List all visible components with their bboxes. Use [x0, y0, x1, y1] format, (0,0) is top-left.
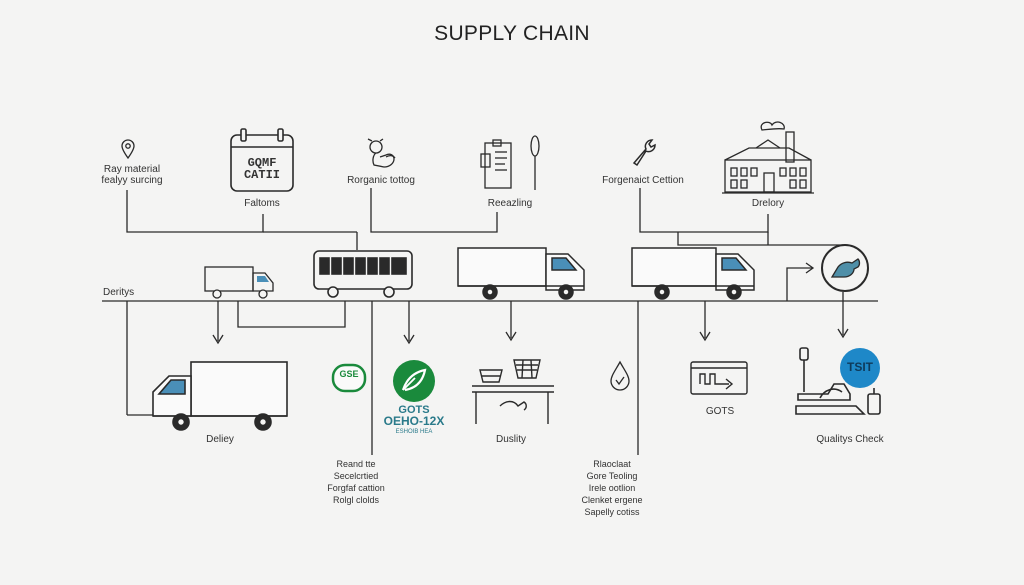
stage-quality-check-label: Qualitys Check: [816, 434, 884, 445]
stage-reeazling-label: Reeazling: [487, 198, 533, 209]
top-connector-mid: [370, 188, 498, 233]
loop-bus: [237, 301, 346, 328]
truck-icon: [457, 247, 585, 300]
drop-truck1-head: [212, 334, 224, 345]
wrench-icon: [632, 139, 656, 167]
stage-raw-material-label: Ray material fealyy surcing: [101, 164, 163, 186]
stage-duslity-label: Duslity: [495, 434, 526, 445]
eco-badge-text: GSE: [339, 369, 359, 379]
drop-truck3-head: [699, 331, 711, 342]
calendar-icon-text: GQMF CATII: [243, 156, 280, 182]
leaf-badge-text: GOTS OEHO-12X ESHOIB HEA: [383, 404, 445, 436]
clipboard-icon: [480, 135, 540, 190]
diagram-title: SUPPLY CHAIN: [434, 22, 590, 45]
top-connector-right: [639, 188, 769, 233]
notes-list-left: Reand tte Secelcrtied Forgfaf cattion Ro…: [327, 459, 385, 505]
delivery-truck-icon: [204, 266, 274, 299]
qc-connector: [786, 267, 812, 301]
stage-deliey-label: Deliey: [206, 434, 234, 445]
stage-drelory-label: Drelory: [751, 198, 785, 209]
leaf-badge-icon: [393, 360, 435, 402]
factory-icon: [722, 121, 814, 194]
workbench-icon: [472, 359, 554, 424]
stage-faltoms-label: Faltoms: [244, 198, 280, 209]
truck-icon: [631, 247, 755, 300]
drop-bus-head: [403, 334, 415, 345]
monitor-icon: [690, 361, 748, 395]
top-connector-left: [126, 190, 264, 233]
person-icon: [367, 138, 396, 168]
quality-check-icon: [821, 244, 869, 292]
bus-icon: [313, 250, 413, 298]
stage-forgenaict-label: Forgenaict Cettion: [602, 175, 684, 186]
delivery-truck-icon: [152, 361, 288, 431]
droplet-icon: [610, 360, 630, 391]
stage-organic-label: Rorganic tottog: [347, 175, 415, 186]
lab-equipment-icon: [795, 347, 881, 415]
calendar-icon: [230, 128, 294, 192]
map-pin-icon: [121, 139, 135, 160]
qc-arrow-head: [805, 262, 815, 274]
drop-truck2-head: [505, 331, 517, 342]
stage-gots-label: GOTS: [705, 406, 735, 417]
lab-badge-text: TSIT: [847, 360, 873, 374]
timeline-label: Deritys: [103, 287, 135, 298]
drop-qc-head: [837, 328, 849, 339]
top-rail-right-end: [677, 232, 843, 246]
notes-list-right: Rlaoclaat Gore Teoling Irele ootlion Cle…: [581, 459, 643, 517]
eco-badge-icon: [331, 363, 367, 393]
